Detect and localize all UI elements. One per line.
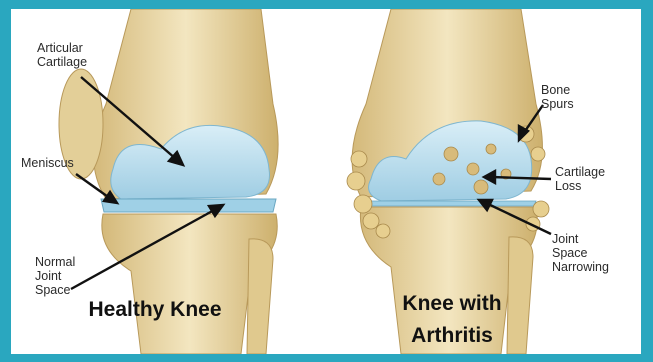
- label-normal-joint-space-line2: Joint: [35, 269, 75, 283]
- caption-healthy-knee: Healthy Knee: [55, 297, 255, 323]
- caption-arthritis-line2: Arthritis: [367, 323, 537, 349]
- label-articular-cartilage-line2: Cartilage: [37, 55, 87, 69]
- label-articular-cartilage-line1: Articular: [37, 41, 87, 55]
- label-articular-cartilage: Articular Cartilage: [37, 41, 87, 69]
- caption-knee-with-arthritis: Knee with Arthritis: [367, 291, 537, 349]
- label-bone-spurs: Bone Spurs: [541, 83, 574, 111]
- label-joint-space-narrowing-line1: Joint: [552, 232, 609, 246]
- label-normal-joint-space-line1: Normal: [35, 255, 75, 269]
- label-meniscus: Meniscus: [21, 156, 74, 170]
- label-bone-spurs-line1: Bone: [541, 83, 574, 97]
- caption-arthritis-line1: Knee with: [367, 291, 537, 317]
- label-cartilage-loss-line2: Loss: [555, 179, 605, 193]
- label-joint-space-narrowing: Joint Space Narrowing: [552, 232, 609, 274]
- label-meniscus-line1: Meniscus: [21, 156, 74, 170]
- label-normal-joint-space-line3: Space: [35, 283, 75, 297]
- label-joint-space-narrowing-line3: Narrowing: [552, 260, 609, 274]
- arthritic-joint-space: [361, 201, 536, 206]
- diagram-panel: Articular Cartilage Meniscus Normal Join…: [11, 9, 641, 354]
- label-cartilage-loss: Cartilage Loss: [555, 165, 605, 193]
- label-cartilage-loss-line1: Cartilage: [555, 165, 605, 179]
- label-bone-spurs-line2: Spurs: [541, 97, 574, 111]
- label-normal-joint-space: Normal Joint Space: [35, 255, 75, 297]
- healthy-meniscus: [101, 199, 276, 212]
- label-joint-space-narrowing-line2: Space: [552, 246, 609, 260]
